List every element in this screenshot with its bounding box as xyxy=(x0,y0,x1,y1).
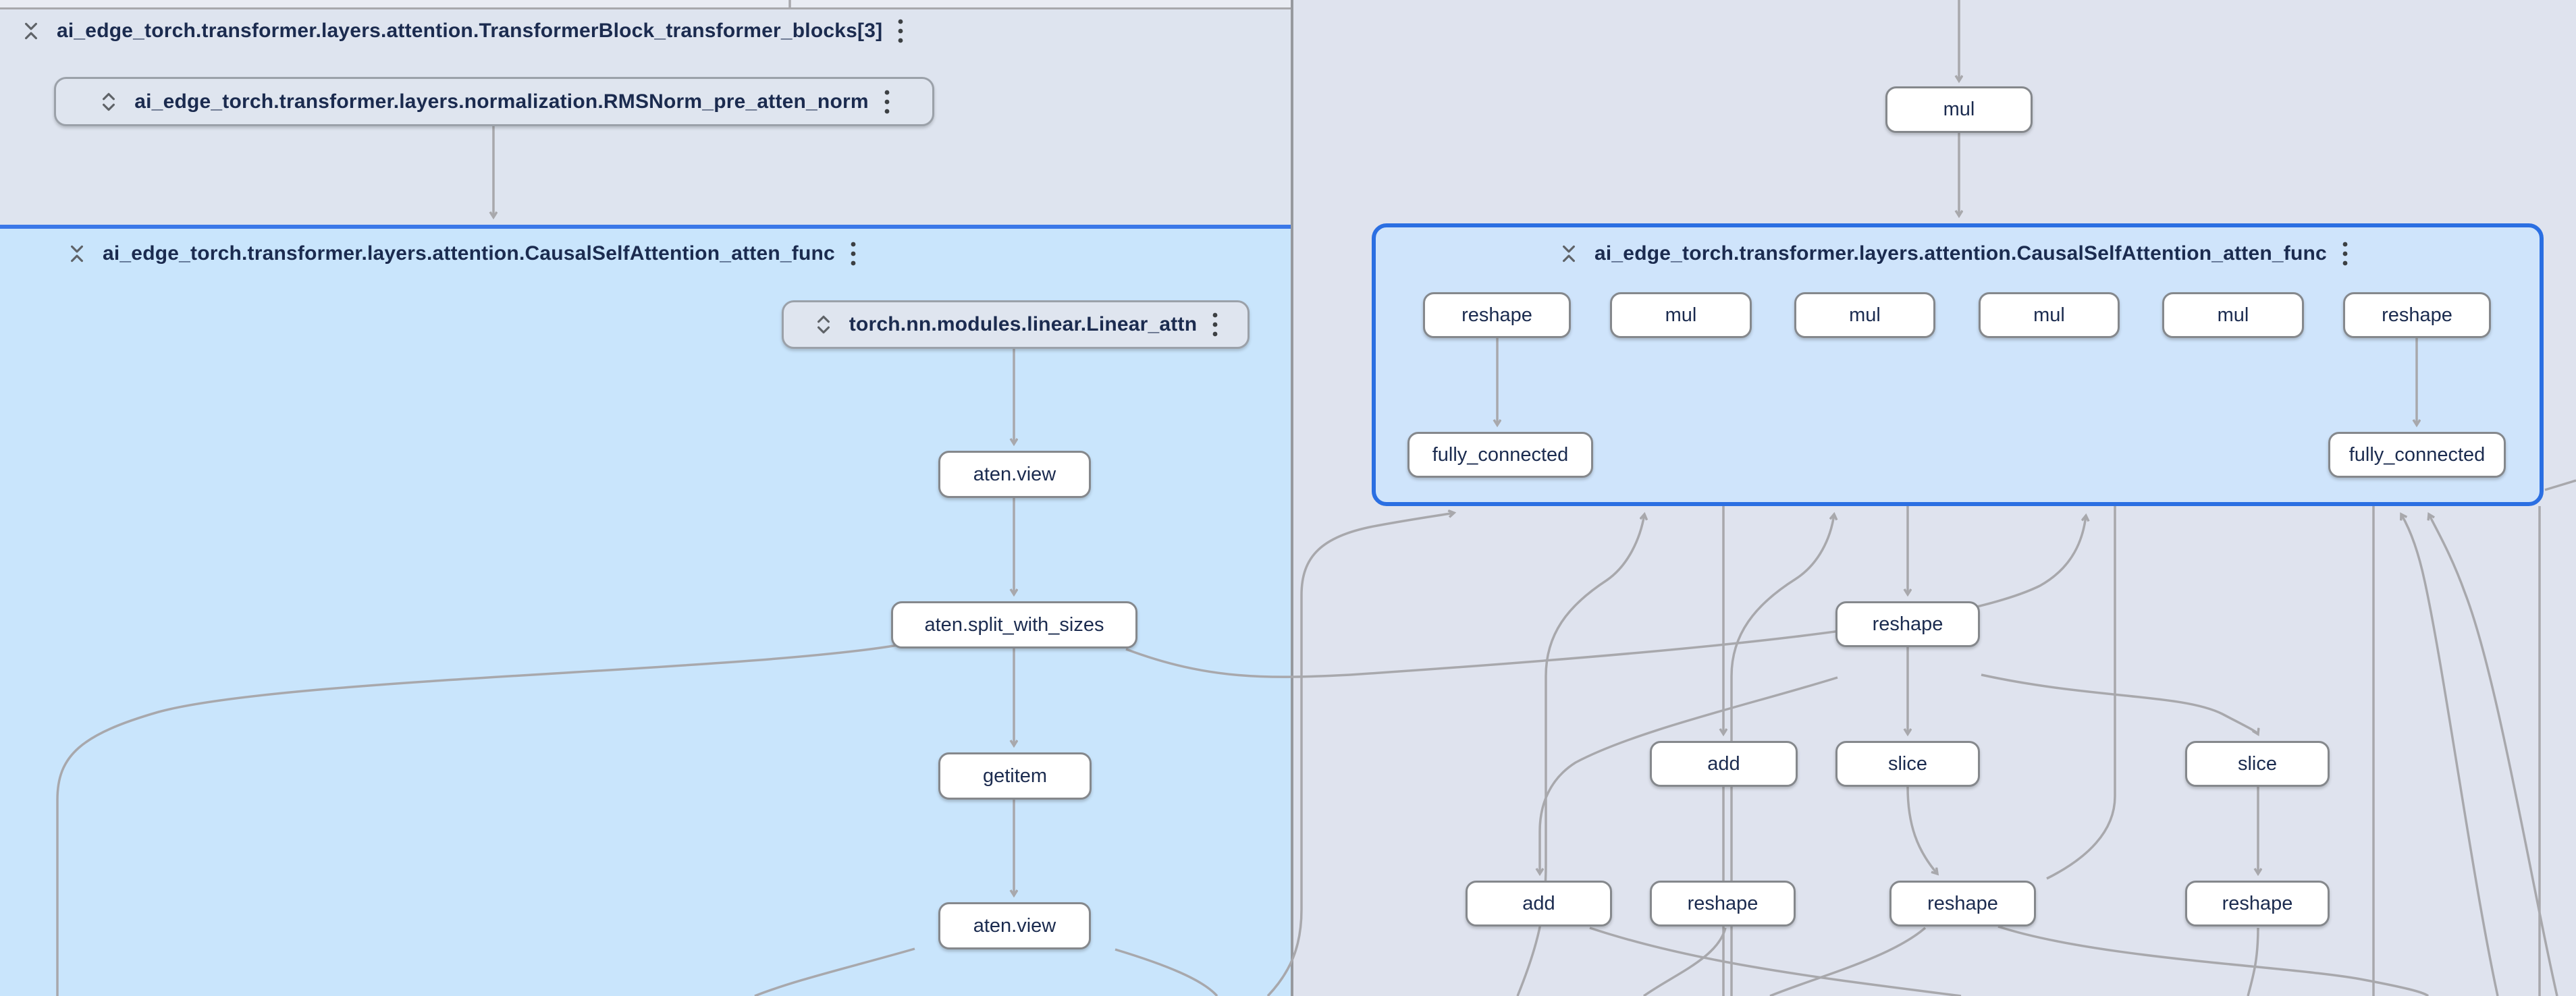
op-label: fully_connected xyxy=(2349,443,2486,466)
op-node-add[interactable]: add xyxy=(1466,881,1612,926)
group-title: ai_edge_torch.transformer.layers.attenti… xyxy=(103,242,835,265)
group-title: ai_edge_torch.transformer.layers.attenti… xyxy=(1594,242,2327,265)
canvas-background-strip xyxy=(0,0,1292,7)
overflow-menu-icon[interactable] xyxy=(1210,310,1220,339)
op-label: aten.view xyxy=(973,914,1056,937)
unfold-less-icon[interactable] xyxy=(65,242,89,266)
op-label: reshape xyxy=(1872,613,1943,635)
overflow-menu-icon[interactable] xyxy=(882,88,892,116)
unfold-less-icon[interactable] xyxy=(1557,242,1581,266)
unfold-less-icon[interactable] xyxy=(19,19,43,43)
op-label: mul xyxy=(2217,304,2249,326)
op-label: mul xyxy=(2033,304,2065,326)
layer-node-title: ai_edge_torch.transformer.layers.normali… xyxy=(134,90,869,113)
group-header-causal-self-attention-left[interactable]: ai_edge_torch.transformer.layers.attenti… xyxy=(65,238,858,270)
op-node-reshape[interactable]: reshape xyxy=(2343,292,2491,338)
op-node-reshape[interactable]: reshape xyxy=(1650,881,1796,926)
op-node-slice[interactable]: slice xyxy=(2185,741,2330,787)
op-node-reshape[interactable]: reshape xyxy=(1423,292,1571,338)
op-node-aten-split-with-sizes[interactable]: aten.split_with_sizes xyxy=(891,601,1137,648)
op-node-aten-view[interactable]: aten.view xyxy=(938,902,1091,949)
group-right-border xyxy=(1291,0,1293,996)
overflow-menu-icon[interactable] xyxy=(849,240,858,268)
op-node-reshape[interactable]: reshape xyxy=(1835,601,1980,647)
op-node-mul[interactable]: mul xyxy=(2162,292,2304,338)
op-node-reshape[interactable]: reshape xyxy=(1889,881,2036,926)
op-node-mul[interactable]: mul xyxy=(1885,86,2033,133)
op-node-slice[interactable]: slice xyxy=(1835,741,1980,787)
op-node-mul[interactable]: mul xyxy=(1610,292,1752,338)
layer-node-rmsnorm[interactable]: ai_edge_torch.transformer.layers.normali… xyxy=(54,77,934,126)
op-label: reshape xyxy=(2382,304,2452,326)
op-node-reshape[interactable]: reshape xyxy=(2185,881,2330,926)
op-label: fully_connected xyxy=(1432,443,1569,466)
layer-node-linear-attn[interactable]: torch.nn.modules.linear.Linear_attn xyxy=(782,300,1250,349)
op-node-fully-connected[interactable]: fully_connected xyxy=(1407,432,1593,478)
overflow-menu-icon[interactable] xyxy=(2340,240,2350,268)
op-node-add[interactable]: add xyxy=(1650,741,1798,787)
op-label: slice xyxy=(2237,752,2277,775)
group-title: ai_edge_torch.transformer.layers.attenti… xyxy=(57,20,883,42)
op-label: getitem xyxy=(982,765,1048,787)
overflow-menu-icon[interactable] xyxy=(896,17,905,45)
op-label: aten.view xyxy=(973,463,1056,485)
unfold-more-icon[interactable] xyxy=(811,312,836,337)
layer-node-title: torch.nn.modules.linear.Linear_attn xyxy=(849,313,1198,335)
op-node-aten-view[interactable]: aten.view xyxy=(938,451,1091,498)
op-label: reshape xyxy=(1927,892,1998,914)
op-label: mul xyxy=(1665,304,1697,326)
op-label: reshape xyxy=(2222,892,2293,914)
op-label: add xyxy=(1707,752,1740,775)
op-label: reshape xyxy=(1687,892,1759,914)
op-node-fully-connected[interactable]: fully_connected xyxy=(2328,432,2506,478)
op-node-mul[interactable]: mul xyxy=(1979,292,2120,338)
op-node-mul[interactable]: mul xyxy=(1794,292,1935,338)
op-label: aten.split_with_sizes xyxy=(924,613,1104,636)
op-label: mul xyxy=(1943,99,1975,120)
group-header-causal-self-attention-right[interactable]: ai_edge_torch.transformer.layers.attenti… xyxy=(1557,238,2350,270)
op-label: add xyxy=(1522,892,1555,914)
op-label: slice xyxy=(1887,752,1927,775)
op-label: reshape xyxy=(1461,304,1532,326)
group-header-transformer-block[interactable]: ai_edge_torch.transformer.layers.attenti… xyxy=(19,15,905,47)
unfold-more-icon[interactable] xyxy=(97,90,121,114)
op-label: mul xyxy=(1849,304,1881,326)
op-node-getitem[interactable]: getitem xyxy=(938,752,1092,800)
